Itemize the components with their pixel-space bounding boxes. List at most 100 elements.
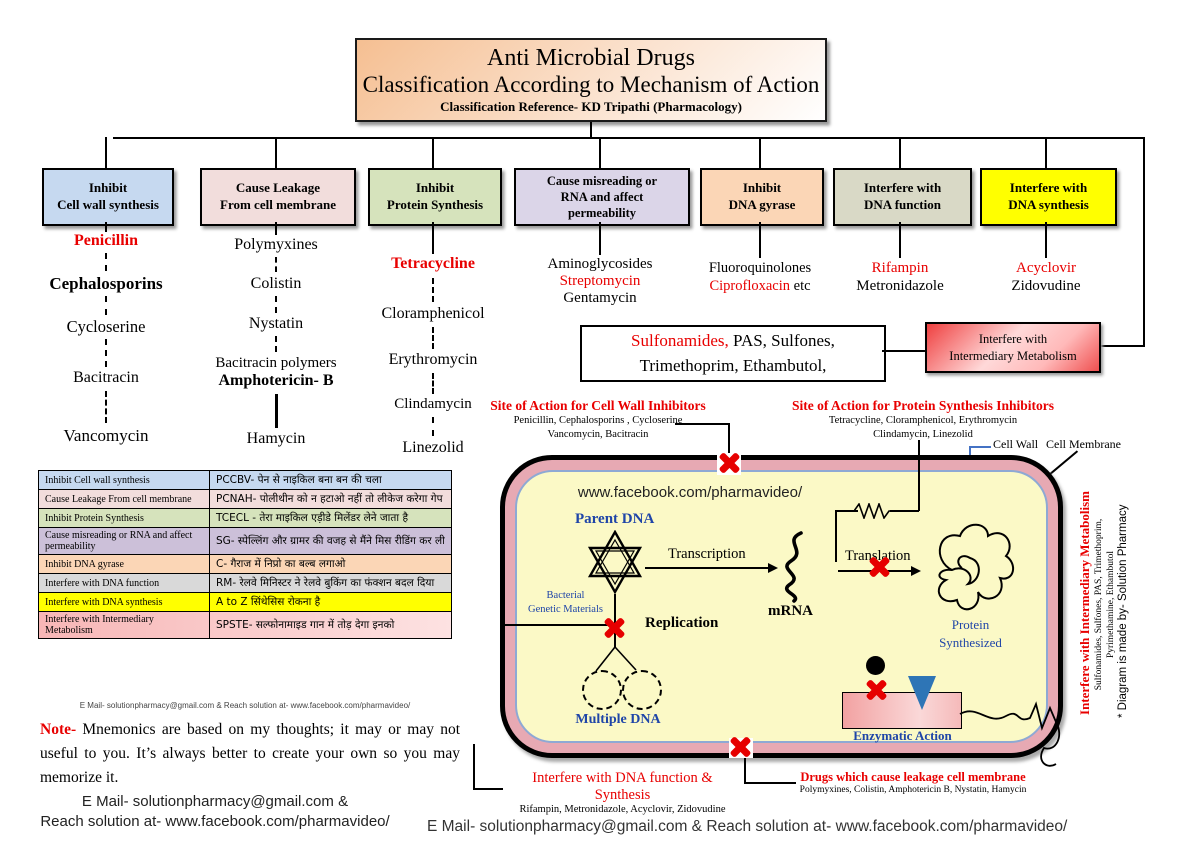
- site-dna-drugs: Rifampin, Metronidazole, Acyclovir, Zido…: [519, 804, 726, 815]
- site-dna-title: Interfere with DNA function & Synthesis: [532, 770, 713, 803]
- connector-line: [899, 137, 901, 168]
- drug-tetracycline: Tetracycline: [391, 255, 475, 272]
- drug-nystatin: Nystatin: [248, 315, 304, 332]
- drug-penicillin: Penicillin: [74, 232, 138, 249]
- leader-line: [473, 744, 475, 790]
- protein-icon: [937, 523, 1015, 611]
- side-intermediary-drugs: Sulfonamides, Sulfones, PAS, Trimethopri…: [1094, 518, 1117, 691]
- leader-line: [918, 440, 920, 511]
- facebook-url: www.facebook.com/pharmavideo/: [577, 484, 803, 501]
- connector-line: [599, 137, 601, 168]
- connector-line: [105, 339, 107, 367]
- row-label: Interfere with Intermediary Metabolism: [38, 611, 210, 639]
- daughter-dna-icon: [622, 670, 662, 710]
- connector-line: [882, 350, 925, 352]
- category-misreading-rna: Cause misreading or RNA and affect perme…: [514, 168, 690, 226]
- intermediary-metabolism-box: Interfere with Intermediary Metabolism: [925, 322, 1101, 373]
- connector-line: [432, 137, 434, 168]
- drug-bacitracin: Bacitracin: [73, 369, 139, 386]
- leader-line: [728, 423, 730, 453]
- connector-line: [105, 137, 107, 168]
- connector-line: [105, 253, 107, 271]
- row-mnemonic: PCCBV- पेन से नाइकिल बना बन की चला: [209, 470, 452, 490]
- connector-line: [275, 394, 278, 428]
- drug-linezolid: Linezolid: [402, 439, 464, 456]
- drug-vancomycin: Vancomycin: [63, 426, 149, 445]
- diagram-title: Anti Microbial Drugs: [487, 45, 695, 71]
- drug-metronidazole: Metronidazole: [856, 278, 944, 294]
- row-mnemonic: SPSTE- सल्फोनामाइड गान में तोड़ देगा इनक…: [209, 611, 452, 639]
- connector-line: [836, 510, 858, 512]
- diagram-subtitle: Classification According to Mechanism of…: [362, 72, 820, 97]
- drug-amphotericin-b: Amphotericin- B: [218, 372, 334, 389]
- drug-cycloserine: Cycloserine: [66, 317, 146, 336]
- connector-line: [432, 373, 434, 394]
- cell-wall-block-x-icon: [718, 452, 740, 474]
- connector-line: [275, 296, 277, 313]
- replication-block-x-icon: [603, 617, 625, 639]
- enzyme-site: [842, 692, 962, 729]
- drug-acyclovir: Acyclovir: [1016, 260, 1076, 276]
- row-mnemonic: PCNAH- पोलीथीन को न हटाओ नहीं तो लीकेज क…: [209, 489, 452, 509]
- contact-left: E Mail- solutionpharmacy@gmail.com & Rea…: [20, 792, 410, 833]
- note-text: Note- Mnemonics are based on my thoughts…: [40, 718, 460, 790]
- connector-line: [105, 222, 107, 232]
- site-protein-title: Site of Action for Protein Synthesis Inh…: [791, 398, 1055, 413]
- membrane-exit-squiggle-icon: [959, 701, 1061, 767]
- enzyme-inhibitor-icon: [908, 676, 936, 710]
- connector-line: [432, 278, 434, 302]
- drug-bacitracin-polymers: Bacitracin polymers: [215, 355, 337, 371]
- connector-line: [275, 222, 277, 235]
- connector-line: [1097, 345, 1145, 347]
- category-cell-wall-synthesis: Inhibit Cell wall synthesis: [42, 168, 174, 226]
- drug-erythromycin: Erythromycin: [388, 351, 478, 368]
- transcription-label: Transcription: [668, 546, 746, 562]
- site-label-membrane-leakage: Drugs which cause leakage cell membrane …: [798, 770, 1028, 795]
- substrate-icon: [866, 656, 885, 675]
- row-label: Cause misreading or RNA and affect perme…: [38, 527, 210, 555]
- site-leakage-drugs: Polymyxines, Colistin, Amphotericin B, N…: [799, 785, 1027, 795]
- sulfonamides-highlight: Sulfonamides,: [631, 330, 729, 350]
- mrna-label: mRNA: [768, 603, 813, 619]
- cell-wall-label: Cell Wall: [993, 437, 1039, 451]
- connector-line: [105, 391, 107, 423]
- enzyme-block-x-icon: [865, 679, 887, 701]
- connector-line: [432, 222, 434, 254]
- connector-line: [890, 510, 919, 512]
- category-dna-synthesis: Interfere with DNA synthesis: [980, 168, 1117, 226]
- connector-line: [275, 336, 277, 352]
- connector-line: [1143, 137, 1145, 347]
- connector-line: [599, 222, 601, 255]
- row-mnemonic: C- गैराज में निप्रो का बल्ब लगाओ: [209, 554, 452, 574]
- row-label: Interfere with DNA synthesis: [38, 592, 210, 612]
- drug-polymyxines: Polymyxines: [234, 236, 318, 253]
- leader-line: [744, 757, 746, 784]
- sulfonamides-rest: PAS, Sulfones,: [728, 330, 835, 350]
- site-label-cell-wall: Site of Action for Cell Wall Inhibitors …: [478, 398, 718, 442]
- drug-cloramphenicol: Cloramphenicol: [381, 305, 485, 322]
- leader-line: [675, 423, 729, 425]
- diagram-reference: Classification Reference- KD Tripathi (P…: [440, 99, 742, 114]
- replication-branch-lines: [595, 646, 637, 672]
- row-mnemonic: RM- रेलवे मिनिस्टर ने रेलवे बुकिंग का फं…: [209, 573, 452, 593]
- drug-colistin: Colistin: [250, 275, 302, 292]
- contact-email: E Mail- solutionpharmacy@gmail.com &: [81, 793, 349, 810]
- mrna-icon: [785, 531, 803, 603]
- table-caption: E Mail- solutionpharmacy@gmail.com & Rea…: [79, 701, 411, 710]
- enzymatic-action-label: Enzymatic Action: [853, 728, 952, 743]
- footer-contact: E Mail- solutionpharmacy@gmail.com & Rea…: [427, 818, 1068, 835]
- parent-dna-icon: [587, 530, 643, 594]
- sulfonamides-line1: Sulfonamides, PAS, Sulfones,: [582, 329, 884, 354]
- site-protein-drugs: Tetracycline, Cloramphenicol, Erythromyc…: [828, 415, 1018, 441]
- transcription-arrow: [645, 567, 769, 569]
- note-prefix: Note-: [40, 721, 77, 738]
- drug-cephalosporins: Cephalosporins: [49, 274, 163, 293]
- diagram-credit: * Diagram is made by- Solution Pharmacy: [1117, 504, 1129, 718]
- drug-clindamycin: Clindamycin: [394, 396, 472, 412]
- site-cell-wall-title: Site of Action for Cell Wall Inhibitors: [490, 398, 706, 413]
